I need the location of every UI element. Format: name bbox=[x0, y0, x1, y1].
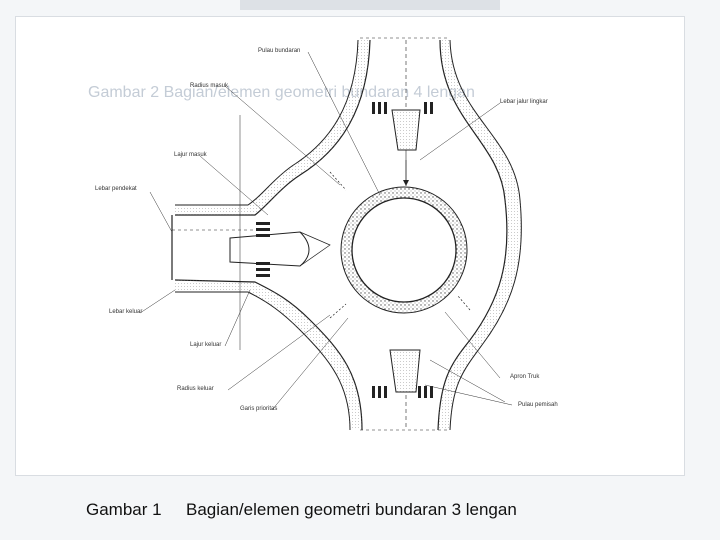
ghost-title: Gambar 2 Bagian/elemen geometri bundaran… bbox=[88, 84, 475, 101]
figure-caption: Gambar 1 Bagian/elemen geometri bundaran … bbox=[86, 500, 517, 520]
label-pulau-bundaran: Pulau bundaran bbox=[258, 48, 301, 54]
label-pulau-pemisah: Pulau pemisah bbox=[518, 402, 558, 408]
zebra-left bbox=[256, 222, 270, 277]
label-radius-masuk: Radius masuk bbox=[190, 83, 229, 89]
caption-text: Bagian/elemen geometri bundaran 3 lengan bbox=[186, 500, 517, 519]
zebra-bottom bbox=[372, 386, 433, 398]
label-lebar-jalur-lingkar: Lebar jalur lingkar bbox=[500, 99, 548, 105]
splitter-island-left bbox=[229, 231, 310, 267]
label-lajur-masuk: Lajur masuk bbox=[174, 152, 207, 158]
splitter-island-top bbox=[391, 109, 421, 151]
splitter-island-bottom bbox=[389, 349, 421, 393]
outer-verge-left-top bbox=[175, 39, 359, 206]
label-garis-prioritas: Garis prioritas bbox=[240, 406, 278, 412]
verge-fill-right bbox=[438, 40, 522, 430]
bleed-through-marks bbox=[240, 0, 500, 10]
caption-number: Gambar 1 bbox=[86, 500, 162, 519]
label-lebar-pendekat: Lebar pendekat bbox=[95, 186, 137, 192]
leader-lines bbox=[139, 51, 513, 411]
label-apron-truk: Apron Truk bbox=[510, 374, 540, 380]
label-lebar-keluar: Lebar keluar bbox=[109, 309, 143, 315]
label-lajur-keluar: Lajur keluar bbox=[190, 342, 222, 348]
central-island bbox=[351, 197, 457, 303]
zebra-top bbox=[372, 102, 433, 114]
label-radius-keluar: Radius keluar bbox=[177, 386, 214, 392]
